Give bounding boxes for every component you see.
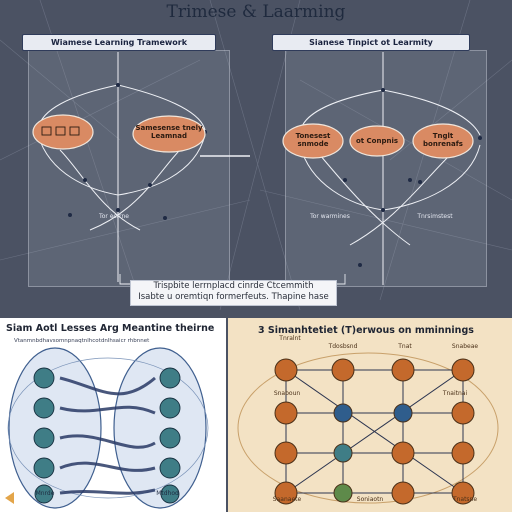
- right-banner: Sianese Tinpict ot Learmity: [272, 34, 470, 51]
- right-edge: [382, 144, 481, 211]
- bottom-right-bottom-label-2: Soniaotn: [356, 496, 384, 503]
- right-edge: [382, 89, 481, 136]
- caption-line-1: Trispbite lerrnplacd cinrde Ctcemmith: [153, 281, 314, 291]
- bottom-left-diagram: [5, 347, 209, 509]
- right-node-3: [412, 123, 474, 159]
- bottom-left-node-label-1: Mnrde: [35, 490, 55, 497]
- bottom-right-bottom-label-1: Saanaete: [272, 496, 302, 503]
- left-small-label: Tor ecrrne: [99, 213, 129, 220]
- left-panel: [28, 50, 230, 287]
- left-banner: Wiamese Learning Tramework: [22, 34, 216, 51]
- bottom-right-node-label-2: Tdosbsnd: [328, 343, 358, 350]
- left-edge: [37, 134, 119, 196]
- right-small-label-2: Tnrsimstest: [417, 213, 453, 220]
- bottom-left-node-label-2: Mtdhod: [156, 490, 179, 497]
- page-title: Trimese & Laarming: [166, 2, 346, 22]
- bottom-right-node-label-6: Tnaitnai: [442, 390, 468, 397]
- bottom-right-node-label-1: Tnralnt: [279, 335, 301, 342]
- bottom-right-node-label-3: Tnat: [398, 343, 412, 350]
- caption-box: Trispbite lerrnplacd cinrde Ctcemmith Is…: [130, 280, 337, 306]
- right-node-1: [282, 123, 344, 159]
- left-edge: [89, 149, 181, 231]
- bottom-left-subtitle: Vtanmnbdhavsomnpnaqtnlhcotdnlhsaicr rhbn…: [14, 338, 150, 344]
- left-edge: [59, 149, 141, 231]
- bottom-right-bottom-label-3: Tnatsne: [452, 496, 478, 503]
- left-edge: [117, 84, 206, 131]
- bottom-right-node-label-5: Snaboun: [273, 390, 301, 397]
- right-node-2-label: ot Conpnis: [355, 137, 399, 145]
- right-cluster: [113, 347, 207, 509]
- right-panel: [285, 50, 487, 287]
- bottom-right-diagram: [237, 352, 499, 505]
- left-node-1: [32, 114, 94, 150]
- right-node-2: [349, 125, 405, 157]
- left-edge: [117, 134, 206, 196]
- right-small-label-1: Tor warmines: [310, 213, 350, 220]
- left-cluster: [8, 347, 102, 509]
- bottom-right-title: 3 Simanhtetiet (T)erwous on mminnings: [258, 325, 474, 336]
- bottom-left-title: Siam Aotl Lesses Arg Meantine theirne: [6, 323, 215, 334]
- bottom-right-node-label-4: Snabeae: [451, 343, 479, 350]
- left-node-2: [132, 115, 206, 153]
- caption-line-2: Isabte u oremtiqn formerfeuts. Thapine h…: [138, 292, 329, 302]
- right-edge: [349, 154, 451, 246]
- right-edge: [319, 154, 411, 246]
